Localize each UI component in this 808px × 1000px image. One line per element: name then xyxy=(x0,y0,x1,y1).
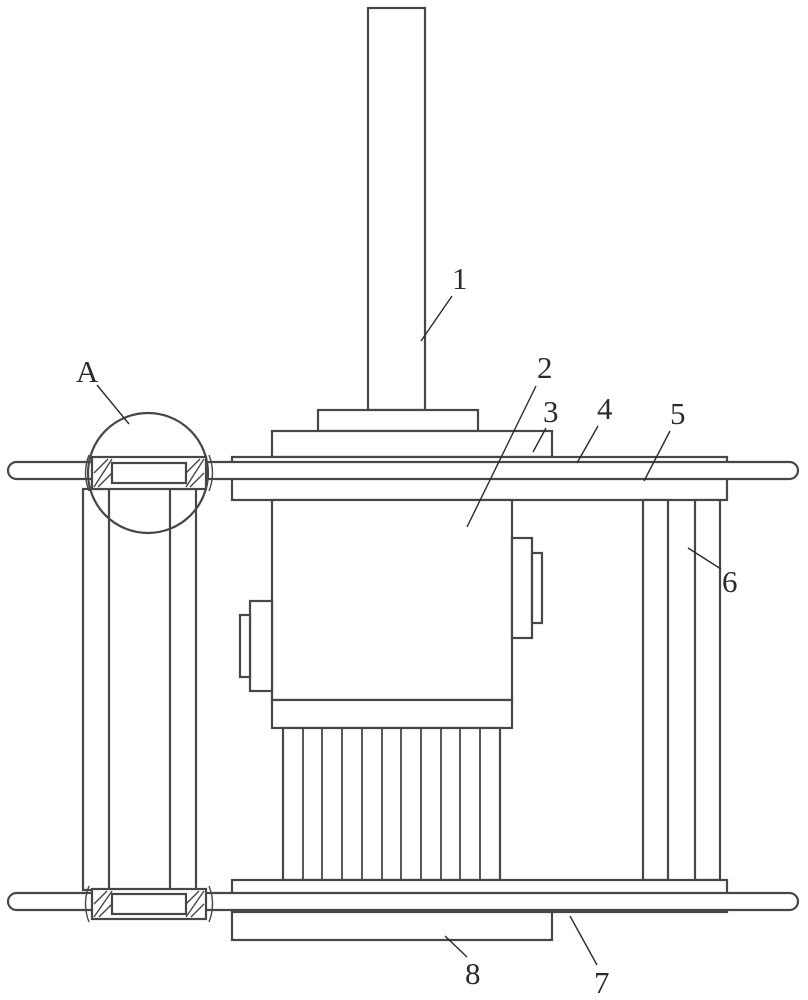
clamp-hatch xyxy=(93,458,113,488)
label-8: 8 xyxy=(465,956,481,991)
rod-break-mark xyxy=(208,454,214,492)
detail-circle-A xyxy=(86,411,210,535)
leader-1 xyxy=(420,295,453,342)
leader-lines xyxy=(96,295,722,966)
leader-2 xyxy=(466,385,537,528)
clamp-hatch xyxy=(93,458,109,474)
clamp-hatch xyxy=(185,458,205,488)
right-boss-outer xyxy=(510,536,534,640)
leader-A xyxy=(96,384,130,425)
clamp-sleeve xyxy=(90,455,208,491)
clamp-hatch xyxy=(189,472,205,488)
motor-base-flange xyxy=(270,698,514,730)
label-5: 5 xyxy=(670,396,686,431)
clamp-hatch xyxy=(98,903,113,918)
rod-break-mark xyxy=(208,885,214,923)
leader-6 xyxy=(687,547,722,570)
label-4: 4 xyxy=(597,391,613,426)
clamp-hatch xyxy=(93,890,108,905)
label-A: A xyxy=(76,354,99,389)
leader-5 xyxy=(643,430,671,482)
cooling-fins xyxy=(281,726,502,882)
leader-3 xyxy=(532,427,547,453)
label-1: 1 xyxy=(452,261,468,296)
rod-break-mark xyxy=(84,885,90,923)
left-boss-inner xyxy=(238,613,252,679)
bottom-base-plate xyxy=(230,910,554,942)
clamp-hatch xyxy=(185,458,201,474)
clamp-hatch xyxy=(97,472,113,488)
reference-labels: A 1 2 3 4 5 6 7 8 xyxy=(76,261,738,1000)
leader-8 xyxy=(444,935,468,958)
right-boss-inner xyxy=(530,551,544,625)
fin-block-frame xyxy=(281,726,502,882)
clamp-hatch xyxy=(93,890,113,918)
motor-top-cap xyxy=(270,429,554,459)
right-inner-column xyxy=(641,498,670,882)
machine-assembly xyxy=(230,6,729,502)
shaft-flange xyxy=(316,408,480,433)
label-2: 2 xyxy=(537,350,553,385)
bottom-left-clamp xyxy=(84,885,214,923)
clamp-hatch xyxy=(190,903,205,918)
clamp-hatch xyxy=(185,890,205,918)
right-outer-column xyxy=(693,498,722,882)
rod-break-mark xyxy=(84,454,90,492)
motor-body xyxy=(270,498,514,702)
motor-housing xyxy=(238,498,544,730)
left-boss-outer xyxy=(248,599,274,693)
clamp-hatch xyxy=(185,890,200,905)
left-inner-column xyxy=(168,487,198,892)
top-left-clamp xyxy=(84,454,214,492)
left-outer-column xyxy=(81,487,111,892)
label-6: 6 xyxy=(722,564,738,599)
label-3: 3 xyxy=(543,394,559,429)
label-7: 7 xyxy=(594,965,610,1000)
drive-shaft xyxy=(366,6,427,412)
leader-7 xyxy=(569,915,598,966)
leader-4 xyxy=(576,425,599,464)
